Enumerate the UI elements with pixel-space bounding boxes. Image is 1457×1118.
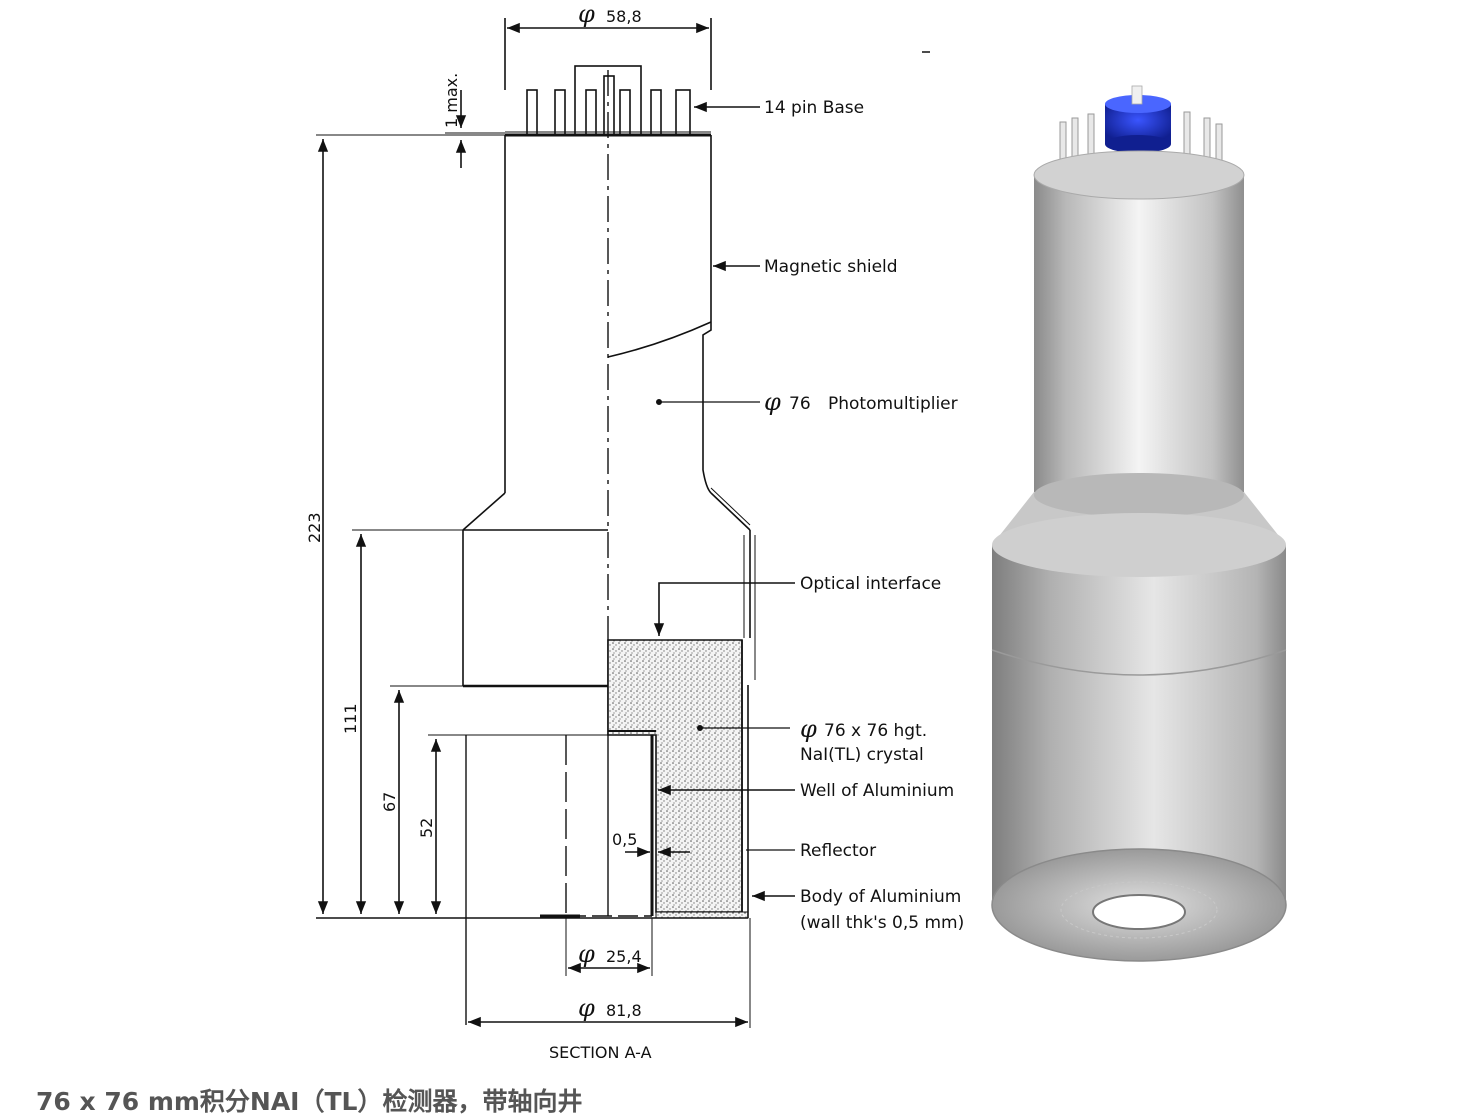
dim-well-outer-height bbox=[390, 685, 463, 914]
detector-3d-render bbox=[991, 85, 1287, 962]
label-photomultiplier: Photomultiplier bbox=[828, 394, 958, 414]
label-well: Well of Aluminium bbox=[800, 781, 954, 801]
dim-text-well-depth: 52 bbox=[417, 818, 436, 838]
phi-symbol: φ bbox=[800, 715, 817, 743]
label-crystal-size: 76 x 76 hgt. bbox=[824, 721, 927, 741]
render-upper-cylinder bbox=[1033, 150, 1245, 495]
label-body: Body of Aluminium bbox=[800, 887, 961, 907]
label-photomultiplier-diameter: 76 bbox=[789, 394, 811, 414]
figure-caption: 76 x 76 mm积分NAI（TL）检测器，带轴向井 bbox=[36, 1087, 583, 1116]
dim-total-height bbox=[316, 134, 505, 914]
dim-housing-height bbox=[352, 529, 463, 914]
label-reflector: Reflector bbox=[800, 841, 876, 861]
label-magnetic-shield: Magnetic shield bbox=[764, 257, 898, 277]
dim-well-diameter bbox=[565, 918, 653, 976]
label-optical-interface: Optical interface bbox=[800, 574, 941, 594]
phi-symbol: φ bbox=[578, 994, 595, 1022]
phi-symbol: φ bbox=[578, 0, 595, 28]
pmt-outline bbox=[462, 70, 756, 916]
dim-text-top-diameter: 58,8 bbox=[606, 7, 642, 26]
dim-text-well-wall: 0,5 bbox=[612, 830, 637, 849]
dim-pin-clearance bbox=[445, 90, 505, 168]
dim-top-diameter bbox=[504, 18, 712, 90]
label-pin-base: 14 pin Base bbox=[764, 98, 864, 118]
dim-text-well-diameter: 25,4 bbox=[606, 947, 642, 966]
section-label: SECTION A-A bbox=[549, 1043, 652, 1062]
section-drawing bbox=[316, 18, 795, 1028]
pin-base bbox=[505, 65, 711, 137]
render-lower-housing bbox=[991, 513, 1287, 900]
label-crystal-type: NaI(TL) crystal bbox=[800, 745, 924, 765]
dim-body-diameter bbox=[468, 918, 751, 1028]
render-blue-base bbox=[1105, 85, 1171, 153]
nai-crystal bbox=[607, 639, 749, 919]
phi-symbol: φ bbox=[764, 388, 781, 416]
dim-text-housing-height: 111 bbox=[341, 703, 360, 734]
axial-well bbox=[465, 735, 652, 1025]
render-bottom-face bbox=[991, 848, 1287, 962]
dim-text-total-height: 223 bbox=[305, 512, 324, 543]
dim-well-depth bbox=[428, 734, 608, 914]
label-body-wall: (wall thk's 0,5 mm) bbox=[800, 913, 964, 933]
dim-text-pin-clearance: 1 max. bbox=[442, 73, 461, 128]
dim-text-well-outer-height: 67 bbox=[380, 792, 399, 812]
dim-text-body-diameter: 81,8 bbox=[606, 1001, 642, 1020]
phi-symbol: φ bbox=[578, 940, 595, 968]
